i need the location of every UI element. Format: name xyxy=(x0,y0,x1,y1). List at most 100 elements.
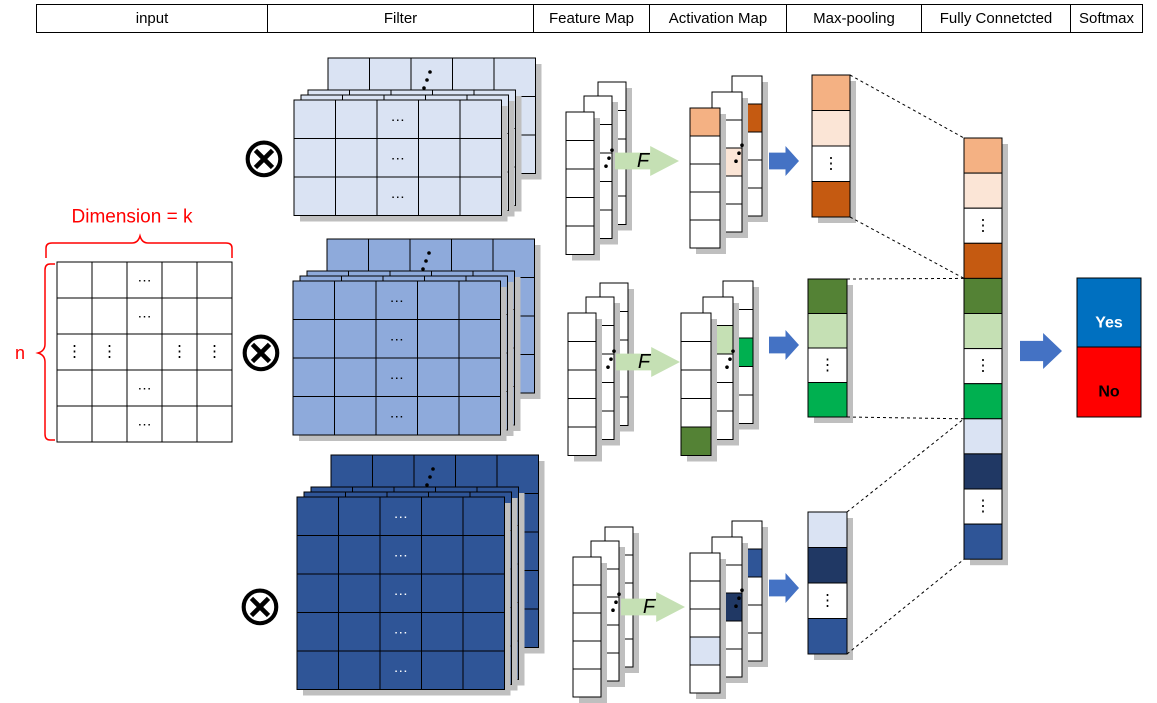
filter-3-ellipsis: ⋯ xyxy=(394,547,408,563)
filter-1-ellipsis: ⋯ xyxy=(391,150,405,166)
convolution-operator-1: ⊗ xyxy=(241,126,288,189)
activation-map-1-cell xyxy=(689,191,721,221)
pooling-1-cell xyxy=(811,74,851,111)
dimension-brace xyxy=(45,233,233,258)
activation-arrow-1-label: F xyxy=(637,150,651,172)
filter-2-depth-dots-dot xyxy=(421,267,425,271)
pooling-arrow-2 xyxy=(769,330,799,360)
activation-map-2-cell xyxy=(680,426,712,456)
filter-2-ellipsis: ⋯ xyxy=(390,292,404,308)
input-vellipsis: ⋮ xyxy=(172,344,188,361)
pooling-2-cell xyxy=(807,347,848,383)
pooling-arrow-1 xyxy=(769,146,799,176)
activation-arrow-1 xyxy=(615,146,679,176)
pooling-1-cell-dots: ⋮ xyxy=(823,155,839,172)
softmax-arrow xyxy=(1020,333,1062,369)
feature-map-2-depth-dots-dot xyxy=(609,357,613,361)
activation-map-3-cell xyxy=(689,664,721,694)
filter-3-front xyxy=(296,496,505,690)
activation-map-2-depth-dots-dot xyxy=(728,357,732,361)
input-ellipsis: ⋯ xyxy=(138,416,152,432)
feature-map-1-depth-dots-dot xyxy=(604,164,608,168)
fc-connector xyxy=(846,418,965,513)
pooling-2-cell-dots: ⋮ xyxy=(820,357,836,374)
input-vellipsis: ⋮ xyxy=(207,344,223,361)
feature-map-3-front-frame xyxy=(572,556,602,698)
filter-1-ellipsis: ⋯ xyxy=(391,188,405,204)
pooling-3-cell xyxy=(807,511,848,548)
activation-map-2-cell xyxy=(680,398,712,428)
feature-map-1-front-frame xyxy=(565,111,595,255)
pooling-3-cell xyxy=(807,547,848,584)
feature-map-3-depth-dots-dot xyxy=(617,592,621,596)
activation-arrow-3 xyxy=(621,592,685,622)
header-activation-map: Activation Map xyxy=(649,4,787,33)
feature-map-3-depth-dots-dot xyxy=(614,600,618,604)
fully-connected-cell xyxy=(963,172,1003,209)
activation-map-2-cell xyxy=(680,341,712,371)
pooling-2-cell xyxy=(807,313,848,349)
pooling-3-cell-dots: ⋮ xyxy=(820,592,836,609)
pooling-1-cell xyxy=(811,110,851,147)
activation-map-2-depth-dots-dot xyxy=(725,365,729,369)
filter-3-ellipsis: ⋯ xyxy=(394,624,408,640)
filter-2-ellipsis: ⋯ xyxy=(390,408,404,424)
filter-2-depth-dots xyxy=(421,251,431,271)
fc-connector xyxy=(846,416,965,420)
fully-connected-cell-dots: ⋮ xyxy=(975,358,991,375)
softmax-yes-label: Yes xyxy=(1095,315,1123,332)
filter-2-front xyxy=(292,280,501,436)
feature-map-1-depth-dots-dot xyxy=(610,148,614,152)
softmax-yes-box xyxy=(1076,277,1142,348)
activation-arrow-3-label: F xyxy=(643,596,657,618)
header-softmax: Softmax xyxy=(1070,4,1143,33)
input-vellipsis: ⋮ xyxy=(102,344,118,361)
pooling-1-cell xyxy=(811,181,851,218)
fully-connected-cell xyxy=(963,348,1003,385)
fully-connected-cell xyxy=(963,313,1003,350)
fully-connected-cell xyxy=(963,418,1003,455)
fully-connected-cell-dots: ⋮ xyxy=(975,217,991,234)
fc-connector xyxy=(846,558,965,655)
filter-1-ellipsis: ⋯ xyxy=(391,111,405,127)
fc-connector xyxy=(846,277,965,280)
activation-map-1-depth-dots-dot xyxy=(740,143,744,147)
fc-connector xyxy=(849,74,965,139)
fully-connected-cell xyxy=(963,277,1003,314)
activation-map-3-depth-dots-dot xyxy=(740,588,744,592)
input-vellipsis: ⋮ xyxy=(67,344,83,361)
feature-map-2-depth-dots-dot xyxy=(606,365,610,369)
feature-map-2-front-frame xyxy=(567,312,597,456)
activation-map-2-cell xyxy=(680,312,712,342)
fully-connected-cell xyxy=(963,383,1003,420)
activation-map-2-cell xyxy=(680,369,712,399)
activation-map-1-cell xyxy=(689,219,721,249)
filter-1-depth-dots-dot xyxy=(425,78,429,82)
header-fully-connected: Fully Connetcted xyxy=(921,4,1071,33)
input-ellipsis: ⋯ xyxy=(138,308,152,324)
filter-1-depth-dots-dot xyxy=(422,86,426,90)
activation-map-3-depth-dots-dot xyxy=(737,596,741,600)
feature-map-3-front xyxy=(572,556,602,698)
fully-connected-cell xyxy=(963,488,1003,525)
activation-map-3-depth-dots xyxy=(734,588,744,608)
header-input: input xyxy=(36,4,268,33)
activation-map-1-depth-dots xyxy=(734,143,744,163)
activation-map-1-cell xyxy=(689,135,721,165)
activation-map-3-cell xyxy=(689,552,721,582)
filter-2-depth-dots-dot xyxy=(424,259,428,263)
filter-2-ellipsis: ⋯ xyxy=(390,331,404,347)
dimension-label: Dimension = k xyxy=(72,207,193,228)
fully-connected-cell xyxy=(963,137,1003,174)
pooling-2-cell xyxy=(807,278,848,314)
input-ellipsis: ⋯ xyxy=(138,272,152,288)
feature-map-1-depth-dots xyxy=(604,148,614,168)
feature-map-3-depth-dots xyxy=(611,592,621,612)
filter-3-ellipsis: ⋯ xyxy=(394,662,408,678)
filter-3-ellipsis: ⋯ xyxy=(394,585,408,601)
n-brace xyxy=(35,263,55,441)
header-max-pooling: Max-pooling xyxy=(786,4,922,33)
feature-map-1-front xyxy=(565,111,595,255)
activation-map-1-cell xyxy=(689,163,721,193)
